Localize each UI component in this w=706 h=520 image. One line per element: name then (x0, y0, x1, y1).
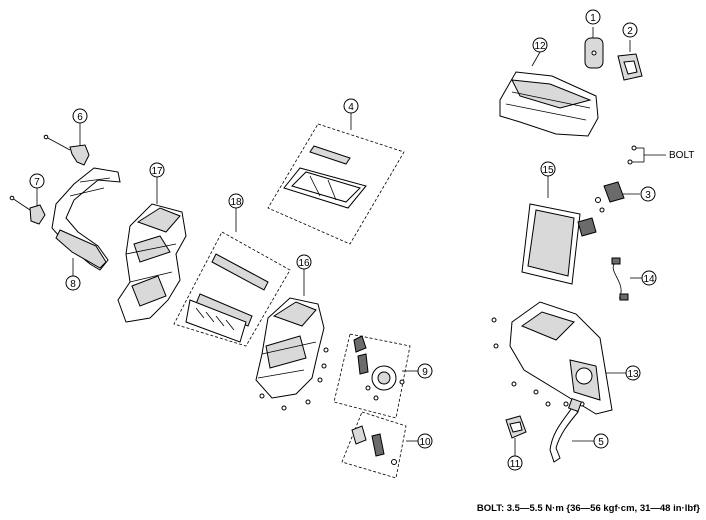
part-12-blower-case (499, 51, 599, 137)
callout-5-number: 5 (598, 437, 604, 448)
callout-18: 18 (228, 193, 244, 209)
callout-2: 2 (622, 22, 638, 38)
callout-17-number: 17 (151, 166, 163, 177)
callout-4-number: 4 (348, 102, 354, 113)
part-4-door (267, 113, 405, 245)
callout-2-number: 2 (627, 26, 633, 37)
callout-18-number: 18 (230, 197, 242, 208)
callout-7: 7 (29, 173, 45, 189)
callout-3: 3 (640, 186, 656, 202)
callout-14-number: 14 (643, 274, 655, 285)
part-13-lower-case (491, 301, 626, 415)
bolts-13 (491, 317, 585, 407)
part-7-fitting (9, 188, 46, 225)
callout-16: 16 (296, 254, 312, 270)
torque-spec-note: BOLT: 3.5—5.5 N·m {36—56 kgf·cm, 31—48 i… (477, 503, 700, 514)
part-11-fitting (505, 415, 527, 456)
callout-15: 15 (540, 161, 556, 177)
callout-13-number: 13 (627, 369, 639, 380)
part-18-filter (173, 208, 291, 347)
callout-13: 13 (625, 365, 641, 381)
bolt-callout: BOLT (627, 145, 694, 165)
part-2-seal (617, 40, 643, 81)
callout-12: 12 (532, 37, 548, 53)
part-1-cap (584, 27, 604, 69)
callout-8-number: 8 (70, 279, 76, 290)
callout-17: 17 (149, 162, 165, 178)
part-8-duct (51, 167, 121, 276)
part-16-lower-case (255, 269, 329, 411)
callout-15-number: 15 (542, 165, 554, 176)
callout-10-number: 10 (419, 437, 431, 448)
bolt-label: BOLT (669, 150, 694, 161)
callout-16-number: 16 (298, 258, 310, 269)
callout-11-number: 11 (510, 459, 521, 470)
callout-6: 6 (72, 108, 88, 124)
callout-10: 10 (417, 433, 433, 449)
callout-3-number: 3 (645, 190, 651, 201)
callout-12-number: 12 (534, 41, 546, 52)
callout-9-number: 9 (422, 367, 428, 378)
part-5-hose (549, 397, 594, 463)
callout-9: 9 (417, 363, 433, 379)
callout-14: 14 (641, 270, 657, 286)
callout-11: 11 (507, 455, 523, 471)
part-9-blower-parts (333, 333, 418, 419)
callout-7-number: 7 (34, 177, 40, 188)
part-15-core (521, 176, 597, 285)
part-14-sensor (611, 257, 642, 301)
part-17-upper-case (117, 177, 187, 323)
part-10-actuator-parts (341, 411, 418, 479)
callout-8: 8 (65, 275, 81, 291)
part-6-clip (43, 123, 90, 166)
part-3-motor (595, 181, 640, 213)
bolts-16 (259, 347, 329, 411)
callout-5: 5 (593, 433, 609, 449)
callout-6-number: 6 (77, 112, 83, 123)
callout-1: 1 (585, 9, 601, 25)
callout-4: 4 (343, 98, 359, 114)
callout-1-number: 1 (590, 13, 596, 24)
